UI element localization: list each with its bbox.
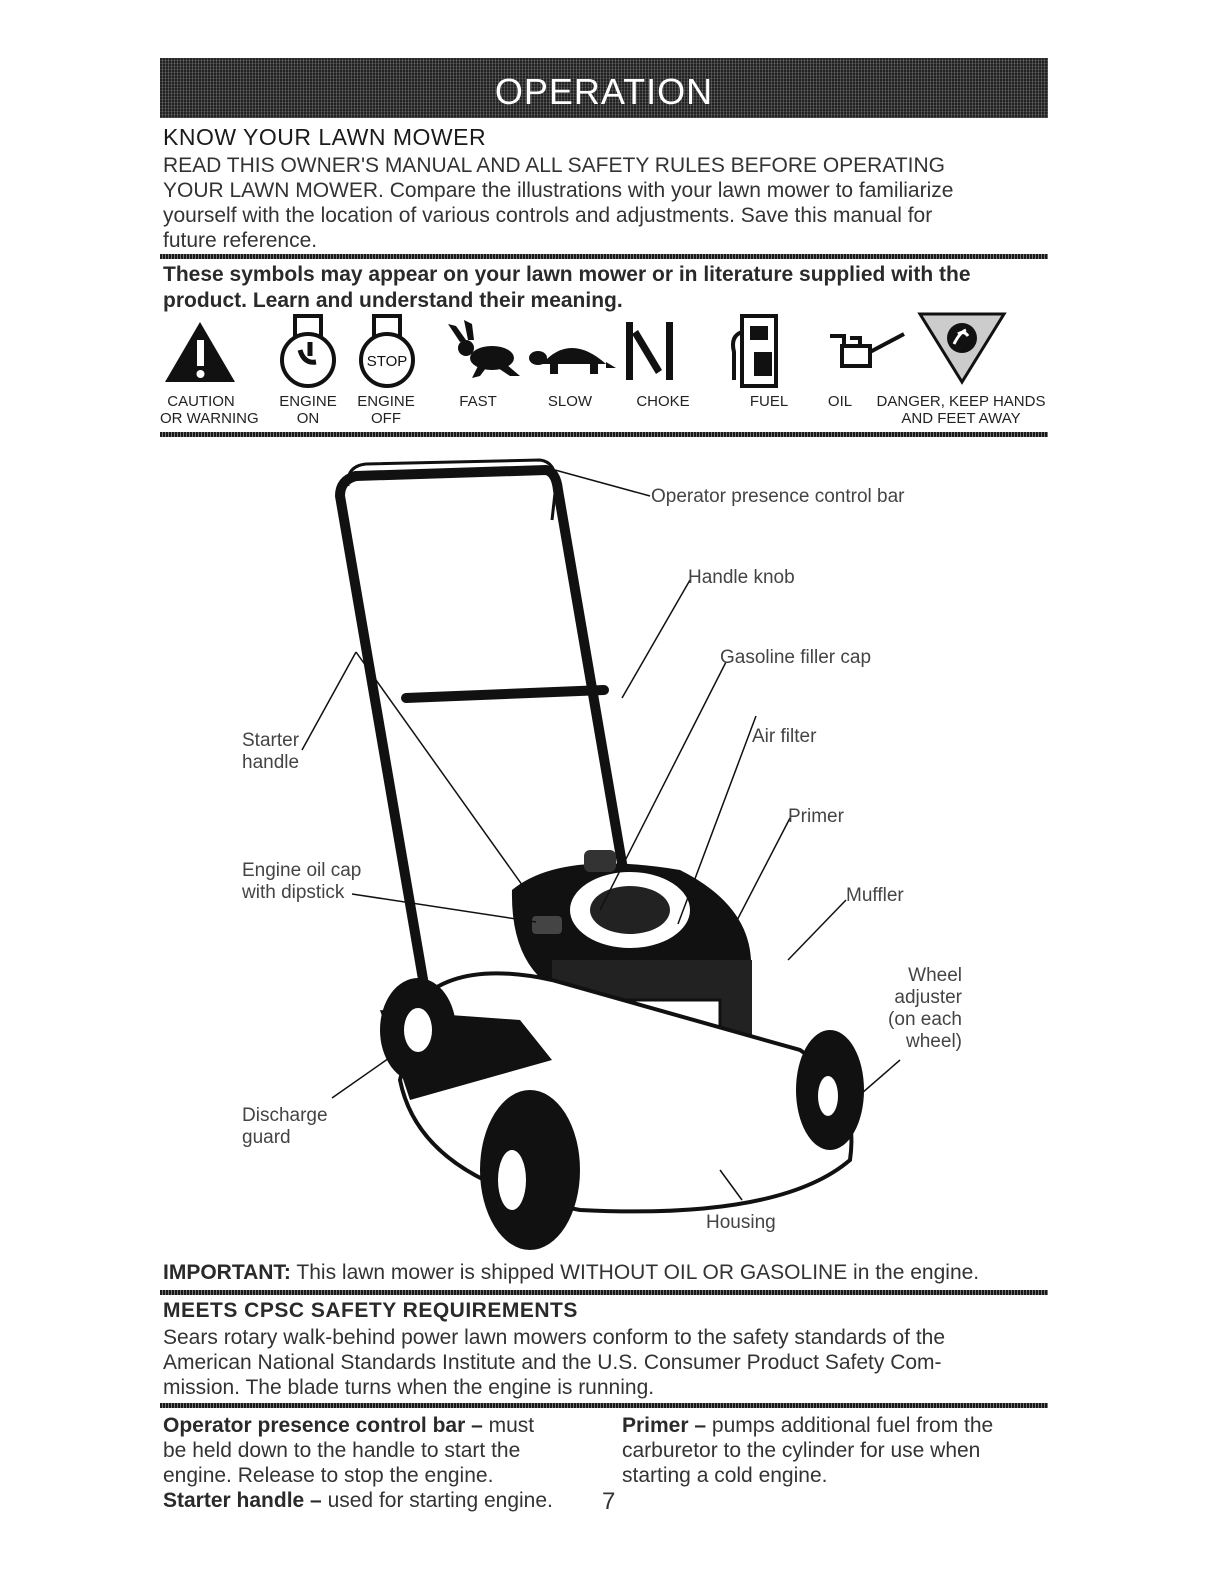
fuel-pump-icon (731, 314, 778, 388)
callout-wheel-adjuster: Wheel adjuster (on each wheel) (888, 965, 962, 1052)
know-line: yourself with the location of various co… (163, 204, 933, 227)
symbol-label: DANGER, KEEP HANDS AND FEET AWAY (876, 393, 1046, 427)
choke-icon (626, 322, 673, 380)
primer-text: pumps additional fuel from the (706, 1414, 994, 1437)
symbol-icons: STOP (165, 312, 1007, 388)
callout-leaders (301, 469, 901, 1201)
primer-text: carburetor to the cylinder for use when (622, 1439, 981, 1462)
presence-text: must (482, 1414, 535, 1437)
starter-term: Starter handle – (163, 1489, 322, 1512)
symbol-label: FAST (459, 393, 497, 410)
cpsc-line: mission. The blade turns when the engine… (163, 1376, 655, 1399)
cpsc-heading: MEETS CPSC SAFETY REQUIREMENTS (163, 1299, 578, 1322)
symbol-label: SLOW (547, 393, 593, 410)
cpsc-text: Sears rotary walk-behind power lawn mowe… (163, 1325, 945, 1400)
svg-text:STOP: STOP (367, 353, 408, 370)
primer-text: starting a cold engine. (622, 1464, 828, 1487)
important-text: This lawn mower is shipped WITHOUT OIL O… (290, 1261, 980, 1284)
divider (160, 254, 1048, 259)
lawn-mower-diagram (301, 458, 901, 1250)
cpsc-line: Sears rotary walk-behind power lawn mowe… (163, 1326, 946, 1349)
symbol-label: OIL (827, 393, 853, 410)
callout-muffler: Muffler (846, 885, 904, 906)
symbol-label: ENGINE OFF (357, 393, 415, 427)
rabbit-icon (448, 320, 520, 378)
symbol-label: ENGINE ON (279, 393, 337, 427)
oil-can-icon (830, 332, 905, 368)
page-number: 7 (602, 1488, 616, 1515)
callout-air-filter: Air filter (752, 726, 817, 747)
callout-primer: Primer (788, 806, 844, 827)
callout-starter-handle: Starter handle (242, 730, 300, 773)
engine-on-icon (280, 314, 336, 388)
mower-wheels (380, 978, 864, 1250)
divider (160, 1290, 1048, 1295)
presence-text: be held down to the handle to start the (163, 1439, 521, 1462)
know-line: future reference. (163, 229, 318, 252)
presence-text: engine. Release to stop the engine. (163, 1464, 494, 1487)
know-line: READ THIS OWNER'S MANUAL AND ALL SAFETY … (163, 154, 945, 177)
section-banner: OPERATION (160, 58, 1048, 118)
important-note: IMPORTANT: This lawn mower is shipped WI… (163, 1260, 979, 1285)
definitions-right: Primer – pumps additional fuel from the … (622, 1413, 1048, 1488)
callout-presence-bar: Operator presence control bar (651, 486, 905, 507)
callout-housing: Housing (706, 1212, 776, 1233)
callout-oil-cap: Engine oil cap with dipstick (242, 860, 362, 903)
symbols-intro-line: product. Learn and understand their mean… (163, 289, 623, 312)
important-label: IMPORTANT: (163, 1261, 291, 1284)
callout-filler-cap: Gasoline filler cap (720, 647, 872, 668)
starter-text: used for starting engine. (321, 1489, 553, 1512)
engine-off-icon: STOP (359, 314, 415, 388)
symbol-label: CAUTION OR WARNING (160, 393, 259, 427)
know-text: READ THIS OWNER'S MANUAL AND ALL SAFETY … (163, 153, 953, 253)
symbol-label: CHOKE (636, 393, 690, 410)
symbols-intro: These symbols may appear on your lawn mo… (163, 262, 971, 314)
keep-hands-away-icon (917, 312, 1007, 385)
divider (160, 1403, 1048, 1408)
divider (160, 432, 1048, 437)
cpsc-line: American National Standards Institute an… (163, 1351, 942, 1374)
know-line: YOUR LAWN MOWER. Compare the illustratio… (163, 179, 954, 202)
callout-handle-knob: Handle knob (688, 567, 795, 588)
presence-bar (346, 458, 558, 521)
primer-term: Primer – (622, 1414, 707, 1437)
section-title: OPERATION (494, 71, 714, 112)
definitions-left: Operator presence control bar – must be … (163, 1413, 603, 1513)
turtle-icon (529, 348, 616, 374)
know-heading: KNOW YOUR LAWN MOWER (163, 124, 487, 150)
symbol-label: FUEL (749, 393, 789, 410)
caution-triangle-icon (165, 322, 235, 382)
callout-discharge-guard: Discharge guard (242, 1105, 328, 1148)
presence-term: Operator presence control bar – (163, 1414, 483, 1437)
symbols-intro-line: These symbols may appear on your lawn mo… (163, 263, 971, 286)
